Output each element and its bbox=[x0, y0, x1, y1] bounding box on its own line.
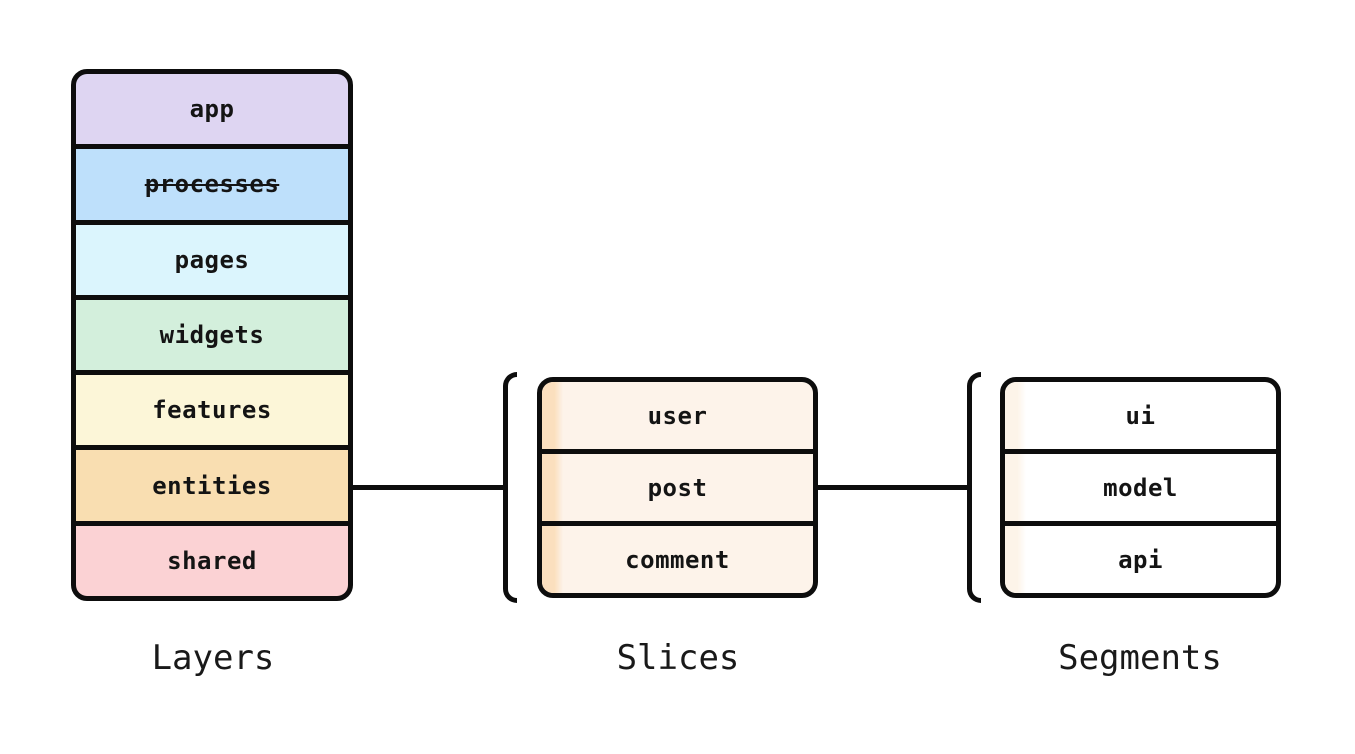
layer-row-processes: processes bbox=[76, 149, 348, 225]
segment-row-model: model bbox=[1005, 454, 1276, 526]
group-label-segments: Segments bbox=[1058, 638, 1222, 678]
layer-label-processes: processes bbox=[144, 170, 280, 199]
slice-label-comment: comment bbox=[625, 545, 730, 574]
connector-layers-slices bbox=[353, 485, 503, 490]
layer-label-app: app bbox=[189, 95, 235, 124]
segment-label-model: model bbox=[1103, 473, 1178, 502]
layer-label-widgets: widgets bbox=[159, 320, 265, 349]
layer-row-features: features bbox=[76, 375, 348, 451]
layer-label-shared: shared bbox=[167, 546, 257, 575]
slice-label-post: post bbox=[647, 473, 708, 502]
segment-row-api: api bbox=[1005, 526, 1276, 593]
segments-stack: ui model api bbox=[1000, 377, 1281, 598]
segment-label-ui: ui bbox=[1125, 401, 1156, 430]
layer-row-pages: pages bbox=[76, 224, 348, 300]
segment-label-api: api bbox=[1118, 545, 1163, 574]
layer-label-entities: entities bbox=[152, 471, 272, 500]
layer-label-pages: pages bbox=[174, 245, 250, 274]
group-label-layers: Layers bbox=[151, 638, 275, 678]
segment-row-ui: ui bbox=[1005, 382, 1276, 454]
layer-label-features: features bbox=[152, 396, 272, 425]
layers-stack: app processes pages widgets features ent… bbox=[71, 69, 353, 601]
segment-accent-stripe bbox=[1005, 382, 1026, 449]
slices-stack: user post comment bbox=[537, 377, 818, 598]
slice-accent-stripe bbox=[542, 526, 563, 593]
slice-row-user: user bbox=[542, 382, 813, 454]
connector-slices-segments bbox=[818, 485, 967, 490]
segment-accent-stripe bbox=[1005, 454, 1026, 521]
slice-accent-stripe bbox=[542, 454, 563, 521]
slices-bracket bbox=[503, 372, 517, 603]
segments-bracket bbox=[967, 372, 981, 603]
layer-row-entities: entities bbox=[76, 450, 348, 526]
slice-row-post: post bbox=[542, 454, 813, 526]
slice-label-user: user bbox=[647, 401, 708, 430]
layer-row-app: app bbox=[76, 74, 348, 150]
slice-row-comment: comment bbox=[542, 526, 813, 593]
group-label-slices: Slices bbox=[616, 638, 740, 678]
slice-accent-stripe bbox=[542, 382, 563, 449]
segment-accent-stripe bbox=[1005, 526, 1026, 593]
layer-row-shared: shared bbox=[76, 525, 348, 596]
layer-row-widgets: widgets bbox=[76, 299, 348, 376]
